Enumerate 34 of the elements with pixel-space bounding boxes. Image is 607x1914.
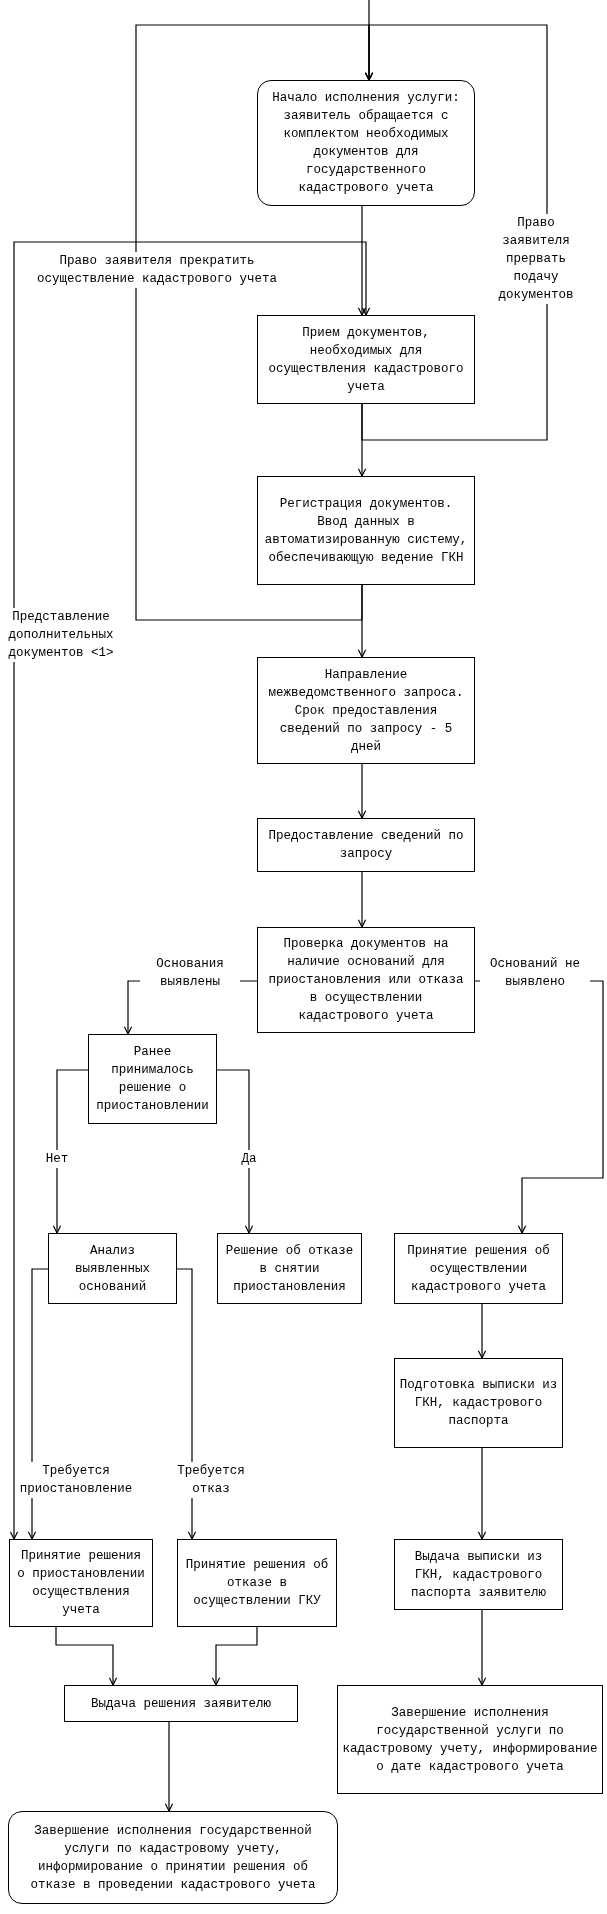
- arrow: [357, 584, 367, 658]
- process-box: Выдача решения заявителю: [64, 1685, 298, 1722]
- arrow: [357, 763, 367, 819]
- process-box: Решение об отказе в снятии приостановления: [217, 1233, 362, 1304]
- arrow: [357, 871, 367, 928]
- process-box: Выдача выписки из ГКН, кадастрового паспорта заявителю: [394, 1539, 563, 1610]
- arrow: [135, 24, 374, 621]
- process-box: Проверка документов на наличие оснований для приостановления или отказа в осуществлении кадастрового учета: [257, 927, 475, 1033]
- arrow: [357, 403, 367, 477]
- arrow: [55, 1626, 118, 1686]
- arrow: [216, 1069, 254, 1234]
- process-box: Принятие решения об осуществлении кадастрового учета: [394, 1233, 563, 1304]
- process-box: Направление межведомственного запроса. Срок предоставления сведений по запросу - 5 дней: [257, 657, 475, 764]
- arrow: [477, 1447, 487, 1540]
- arrow: [477, 1609, 487, 1686]
- process-box: Принятие решения об отказе в осуществлении ГКУ: [177, 1539, 337, 1627]
- arrow: [52, 1069, 89, 1234]
- process-box: Завершение исполнения государственной услуги по кадастровому учету, информирование о дате кадастрового учета: [337, 1685, 603, 1794]
- arrow: [211, 1626, 258, 1686]
- process-box: Прием документов, необходимых для осуществления кадастрового учета: [257, 315, 475, 404]
- arrow: [477, 1303, 487, 1359]
- process-box: Подготовка выписки из ГКН, кадастрового паспорта: [394, 1358, 563, 1448]
- process-box: Анализ выявленных оснований: [48, 1233, 177, 1304]
- process-box: Предоставление сведений по запросу: [257, 818, 475, 872]
- process-box: Ранее принималось решение о приостановлении: [88, 1034, 217, 1124]
- terminal-box: Завершение исполнения государственной услуги по кадастровому учету, информирование о принятии решения об отказе в проведении кадастрового учета: [8, 1811, 338, 1904]
- arrow: [164, 1721, 174, 1812]
- process-box: Регистрация документов. Ввод данных в автоматизированную систему, обеспечивающую ведение ГКН: [257, 476, 475, 585]
- arrow: [361, 24, 548, 441]
- arrow: [9, 241, 371, 1540]
- arrow: [27, 1268, 49, 1540]
- arrow: [357, 205, 367, 316]
- process-box: Принятие решения о приостановлении осуществления учета: [9, 1539, 153, 1627]
- terminal-box: Начало исполнения услуги: заявитель обращается с комплектом необходимых документов для государственного кадастрового учета: [257, 80, 475, 206]
